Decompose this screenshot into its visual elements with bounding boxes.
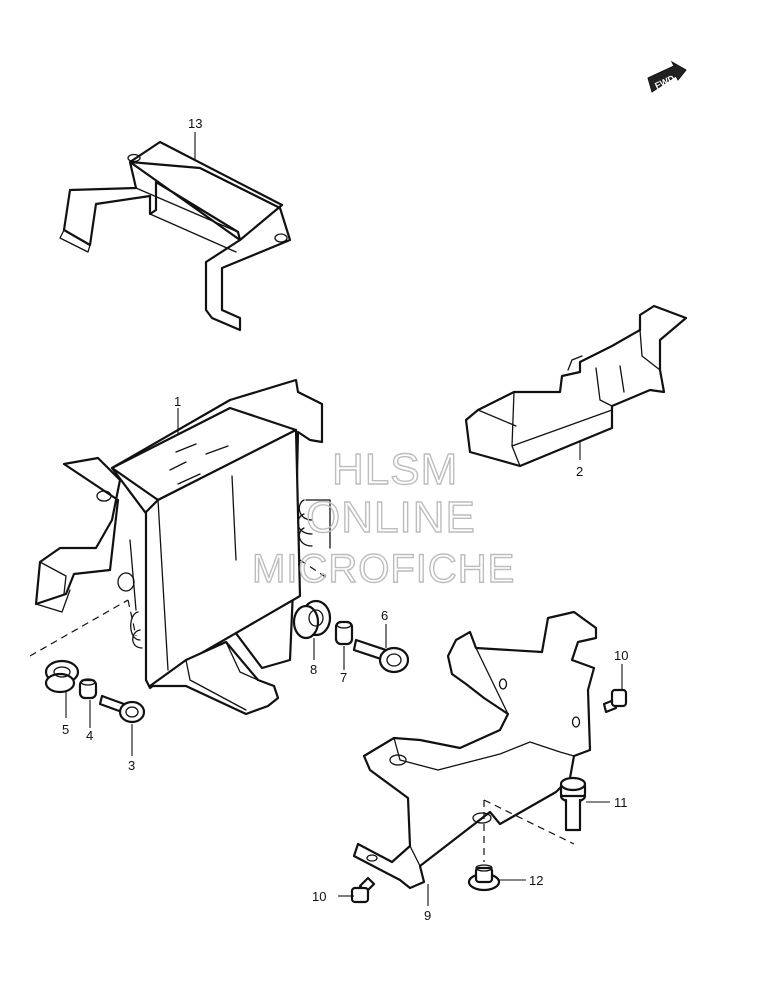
alignment-lines xyxy=(29,559,575,862)
watermark-line-2: ONLINE xyxy=(306,493,476,542)
callout-8: 8 xyxy=(310,662,317,677)
part-5-grommet xyxy=(44,659,80,694)
part-1-box-holder xyxy=(34,378,331,716)
callout-10-lower: 10 xyxy=(312,889,326,904)
part-2-side-bracket xyxy=(464,304,688,468)
callout-2: 2 xyxy=(576,464,583,479)
watermark-line-1: HLSM xyxy=(332,445,458,494)
part-6-bolt xyxy=(352,638,410,674)
callout-5: 5 xyxy=(62,722,69,737)
watermark: HLSM ONLINE MICROFICHE xyxy=(251,444,515,591)
part-12-nut xyxy=(467,864,501,892)
callout-3: 3 xyxy=(128,758,135,773)
callout-13: 13 xyxy=(188,116,202,131)
part-3-bolt xyxy=(98,694,146,724)
part-7-collar xyxy=(334,620,354,646)
callouts: 13 1 2 5 4 3 8 7 6 10 11 12 10 9 xyxy=(62,116,628,923)
part-4-collar xyxy=(78,678,98,700)
callout-1: 1 xyxy=(174,394,181,409)
callout-7: 7 xyxy=(340,670,347,685)
part-13-cover-bracket xyxy=(59,140,292,332)
part-9-mount-bracket xyxy=(352,610,598,890)
callout-4: 4 xyxy=(86,728,93,743)
part-11-bolt xyxy=(559,776,587,832)
callout-9: 9 xyxy=(424,908,431,923)
callout-12: 12 xyxy=(529,873,543,888)
callout-6: 6 xyxy=(381,608,388,623)
callout-11: 11 xyxy=(614,795,628,810)
callout-10-upper: 10 xyxy=(614,648,628,663)
part-10-upper-bolt xyxy=(602,688,628,714)
fwd-arrow-icon: FWD xyxy=(647,60,687,93)
part-8-grommet xyxy=(292,599,332,640)
leader-lines xyxy=(65,132,623,906)
watermark-line-3: MICROFICHE xyxy=(252,547,515,591)
part-10-lower-bolt xyxy=(350,876,376,904)
